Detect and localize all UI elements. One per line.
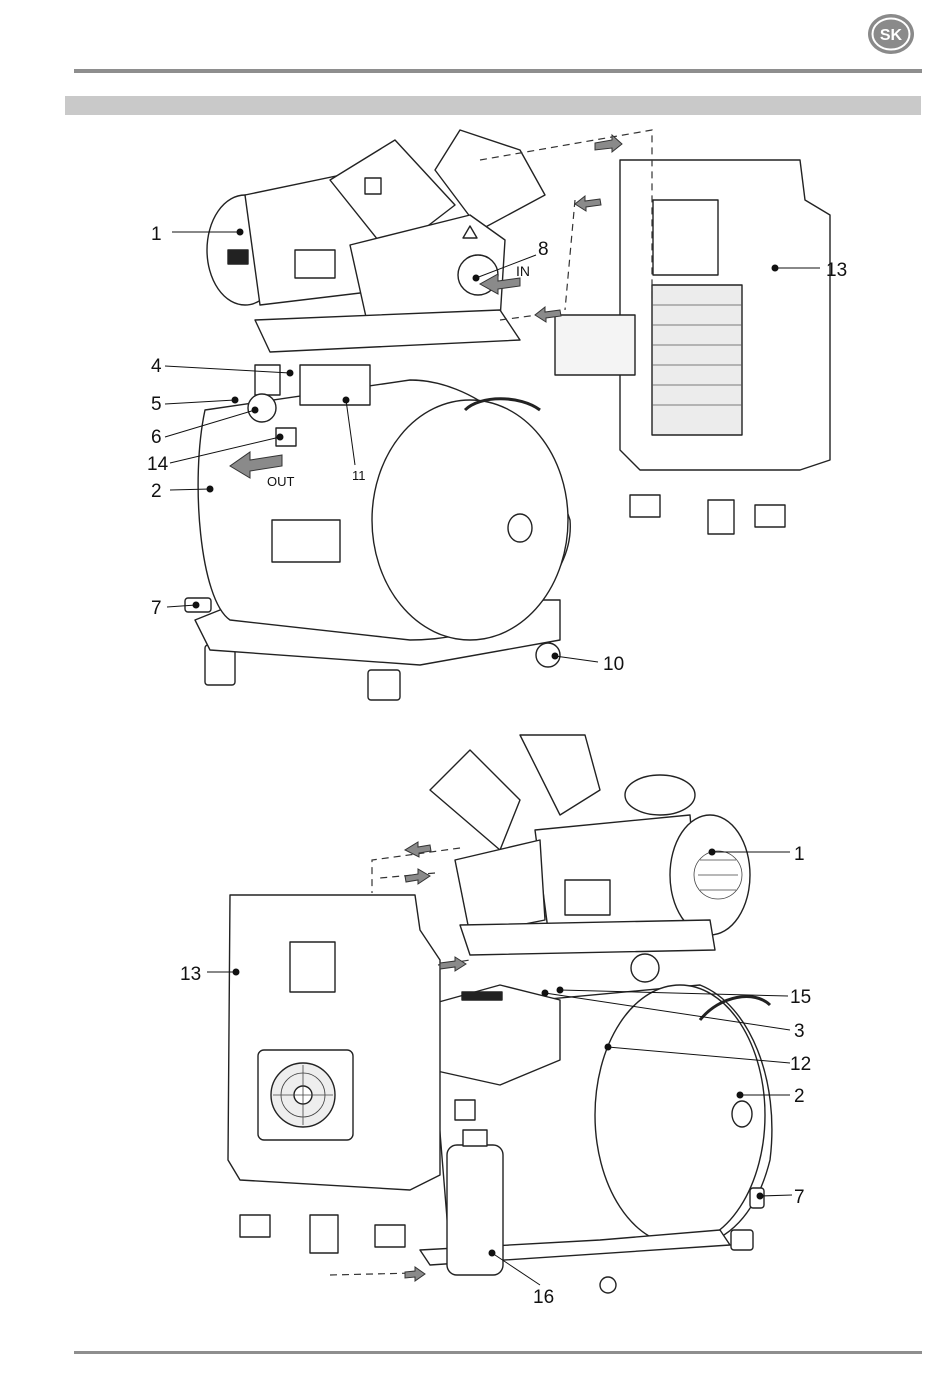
dryer-unit: [228, 895, 440, 1190]
mounting-plate: [460, 920, 715, 955]
bottle-bracket: [455, 1100, 475, 1120]
wheel: [600, 1277, 616, 1293]
motor-terminal-box: [565, 880, 610, 915]
control-box-slot: [462, 992, 502, 1000]
callout-1: 1: [794, 844, 805, 865]
cylinder-head-left: [430, 750, 520, 850]
aftercooler: [625, 775, 695, 815]
dryer-solenoid: [375, 1225, 405, 1247]
callout-16: 16: [533, 1287, 554, 1308]
callout-15: 15: [790, 987, 811, 1008]
callout-12: 12: [790, 1054, 811, 1075]
condensate-bottle: [447, 1145, 503, 1275]
pressure-gauge: [631, 954, 659, 982]
flow-arrow-icon: [405, 869, 430, 884]
callout-13: 13: [180, 964, 201, 985]
callout-2: 2: [794, 1086, 805, 1107]
condensate-bottle-cap: [463, 1130, 487, 1146]
tank-port: [732, 1101, 752, 1127]
dryer-filter: [310, 1215, 338, 1253]
flow-line: [330, 1273, 415, 1275]
cylinder-head-right: [520, 735, 600, 815]
frame-foot: [731, 1230, 753, 1250]
flow-arrow-icon: [440, 957, 466, 971]
crankcase: [455, 840, 545, 935]
callout-3: 3: [794, 1021, 805, 1042]
dryer-solenoid: [240, 1215, 270, 1237]
flow-arrow-icon: [405, 1267, 425, 1281]
dryer-control-panel: [290, 942, 335, 992]
callout-7: 7: [794, 1187, 805, 1208]
